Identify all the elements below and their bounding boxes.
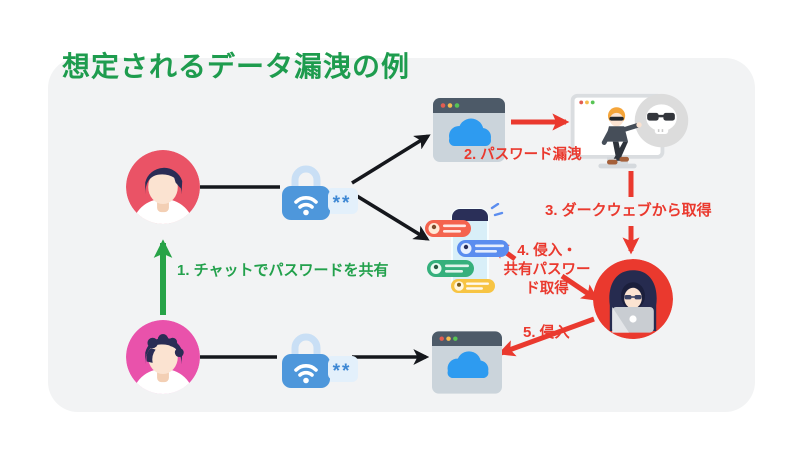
step4-line3: ド取得 (525, 281, 569, 297)
step4-line1: 4. 侵入・ (517, 243, 577, 259)
browser-cloud-icon (432, 331, 502, 394)
user-bottom-avatar (126, 320, 200, 394)
hacker-avatar (593, 259, 673, 339)
skull-icon (634, 93, 689, 148)
chat-bubble-blue (457, 240, 509, 257)
password-mask-badge: ** (328, 358, 356, 382)
wifi-password-lock-bottom: ** (274, 328, 360, 392)
suited-hacker-person (601, 107, 642, 165)
step1-label: 1. チャットでパスワードを共有 (177, 262, 389, 279)
password-mask-badge: ** (328, 190, 356, 214)
chat-bubble-yellow (451, 279, 495, 293)
step4-line2: 共有パスワー (503, 262, 591, 278)
user-top-avatar (126, 150, 200, 224)
page-title: 想定されるデータ漏洩の例 (62, 50, 411, 82)
arrow-lock-to-cloud (351, 134, 431, 185)
cloud-service-browser-top (433, 98, 505, 162)
chat-bubbles-icon (425, 203, 509, 293)
chat-bubble-red (425, 220, 471, 237)
browser-cloud-icon (433, 98, 505, 162)
wifi-password-lock-top: ** (274, 160, 360, 224)
arrow-step4-to-hacker (560, 273, 599, 302)
step3-label: 3. ダークウェブから取得 (545, 202, 712, 219)
step2-label: 2. パスワード漏洩 (464, 147, 582, 163)
person-icon (126, 150, 200, 224)
step5-label: 5. 侵入 (523, 324, 570, 341)
chat-bubble-green (427, 260, 474, 277)
cloud-service-browser-bottom (432, 331, 502, 394)
arrow-lock-to-chat (351, 191, 430, 241)
chat-app-phone (423, 203, 513, 293)
arrow-step5-intrude (497, 316, 595, 357)
step4-label: 4. 侵入・ 共有パスワー ド取得 (488, 242, 606, 299)
hooded-hacker-icon (593, 259, 673, 339)
person-icon (126, 320, 200, 394)
monitor-skull-hacker-icon (570, 93, 689, 169)
darkweb-attacker-scene (566, 90, 692, 176)
